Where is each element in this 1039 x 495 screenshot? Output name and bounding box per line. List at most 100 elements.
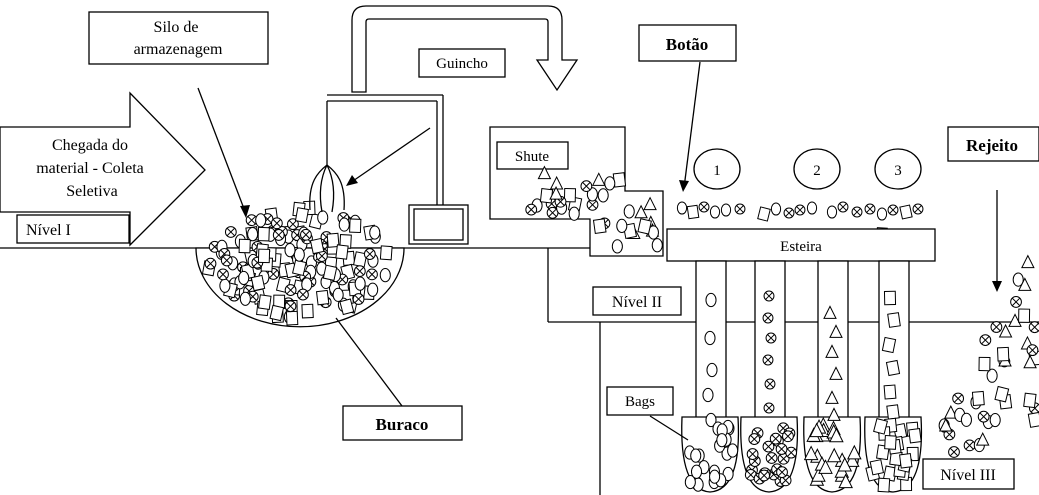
- material-item: [948, 446, 960, 458]
- material-item: [353, 265, 366, 278]
- material-item: [887, 204, 899, 216]
- material-item: [597, 188, 609, 203]
- material-item: [698, 201, 710, 213]
- hole-label-box: [342, 405, 463, 441]
- sort-button-3[interactable]: 3: [874, 148, 922, 190]
- material-item: [1008, 313, 1022, 327]
- material-item: [322, 264, 338, 281]
- material-item: [580, 180, 593, 193]
- material-item: [634, 204, 648, 219]
- material-item: [702, 387, 714, 403]
- material-item: [1023, 392, 1037, 409]
- sort-button-2[interactable]: 2: [793, 148, 841, 190]
- winch-label-box: [418, 48, 506, 78]
- material-item: [363, 248, 376, 260]
- material-item: [332, 287, 344, 302]
- material-item: [777, 452, 790, 465]
- material-item: [886, 404, 900, 420]
- material-item: [818, 459, 833, 474]
- material-item: [899, 452, 913, 469]
- material-item: [869, 459, 885, 476]
- material-item: [352, 293, 365, 305]
- material-item: [297, 288, 309, 301]
- chute-label-box: [496, 141, 569, 170]
- sort-button-1[interactable]: 1: [693, 148, 741, 190]
- sorted-material-items: [684, 290, 922, 493]
- material-item: [592, 218, 607, 234]
- material-item: [963, 439, 976, 452]
- material-item: [884, 435, 897, 450]
- material-item: [994, 385, 1010, 403]
- button-pointer-head: [679, 180, 689, 192]
- material-item: [826, 447, 842, 463]
- reject-material-pile: [938, 254, 1039, 458]
- material-item: [765, 452, 778, 464]
- sort-button-3-label: 3: [894, 163, 902, 179]
- bags-label: Bags: [625, 394, 655, 410]
- material-item: [586, 187, 598, 202]
- material-item: [1012, 272, 1024, 287]
- material-item: [293, 247, 305, 262]
- level-2-label: Nível II: [612, 294, 662, 311]
- hole-material-pile: [201, 200, 393, 326]
- button-pointer: [683, 61, 701, 189]
- material-item: [591, 172, 606, 186]
- material-item: [977, 410, 990, 423]
- material-item: [369, 225, 381, 240]
- button-label-box: [638, 24, 737, 62]
- material-item: [623, 204, 635, 219]
- material-item: [285, 310, 299, 326]
- material-item: [971, 390, 985, 407]
- material-item: [315, 250, 328, 262]
- material-item: [837, 201, 849, 213]
- material-item: [219, 278, 231, 293]
- material-item: [272, 229, 285, 241]
- material-item: [354, 276, 366, 291]
- chute-material-pile: [525, 165, 663, 254]
- material-item: [300, 228, 312, 241]
- material-item: [317, 210, 329, 225]
- material-item: [204, 257, 217, 270]
- material-item: [908, 427, 922, 444]
- reject-label-box: [947, 126, 1039, 162]
- material-item: [727, 443, 739, 458]
- material-item: [986, 368, 998, 383]
- material-item: [844, 452, 860, 467]
- material-item: [255, 213, 267, 228]
- material-item: [883, 384, 897, 400]
- material-item: [301, 303, 314, 319]
- material-item: [887, 312, 901, 328]
- material-item: [284, 300, 297, 313]
- material-item: [537, 165, 552, 180]
- material-item: [998, 323, 1013, 338]
- material-item: [938, 417, 953, 432]
- material-item: [335, 244, 349, 260]
- material-item: [709, 205, 721, 219]
- material-item: [803, 445, 819, 461]
- material-item: [294, 207, 310, 224]
- material-item: [1018, 308, 1031, 323]
- material-item: [224, 226, 237, 238]
- conveyor-belt: [666, 228, 936, 262]
- material-item: [829, 324, 843, 338]
- level-1-box: [16, 214, 130, 244]
- material-item: [338, 217, 350, 232]
- material-item: [1023, 354, 1037, 369]
- material-item: [563, 187, 577, 203]
- material-item: [809, 422, 824, 438]
- bags-pointer: [649, 415, 689, 441]
- material-item: [705, 292, 717, 308]
- reject-label: Rejeito: [966, 136, 1018, 155]
- material-item: [944, 405, 958, 419]
- material-item: [881, 336, 897, 354]
- material-item: [287, 218, 299, 231]
- material-item: [1027, 411, 1039, 428]
- material-item: [291, 259, 307, 277]
- level-2-box: [592, 286, 682, 316]
- material-item: [885, 359, 901, 377]
- material-item: [690, 448, 702, 463]
- material-item: [776, 466, 788, 479]
- material-item: [838, 473, 853, 489]
- conveyor-label: Esteira: [780, 239, 822, 255]
